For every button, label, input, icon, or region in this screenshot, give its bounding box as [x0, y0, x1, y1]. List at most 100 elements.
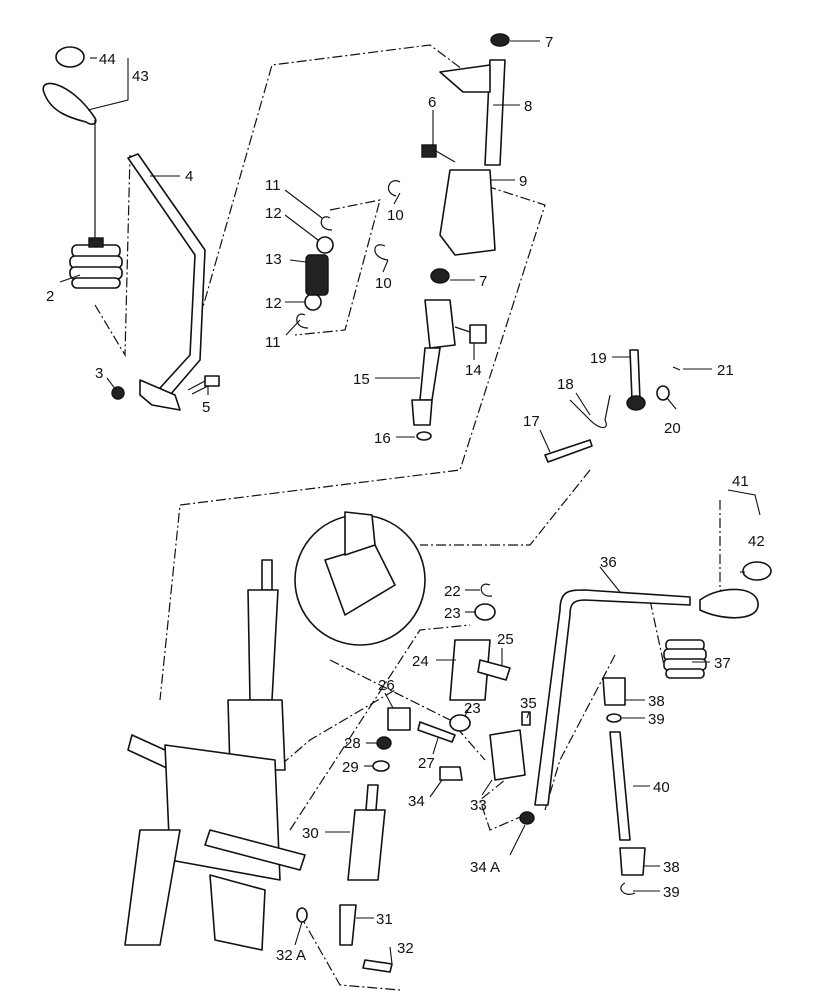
- label-32A: 32 A: [276, 947, 306, 964]
- actuator-30: [347, 809, 386, 881]
- block-26: [387, 707, 411, 731]
- washer-upper: [316, 236, 334, 254]
- label-3: 3: [95, 365, 103, 382]
- label-36: 36: [600, 554, 617, 571]
- label-34A: 34 A: [470, 859, 500, 876]
- label-7-top: 7: [545, 34, 553, 51]
- right-lever-group: [534, 561, 772, 895]
- ring-39-top: [606, 713, 622, 723]
- label-4: 4: [185, 168, 193, 185]
- washer-29: [372, 760, 390, 772]
- label-10-bottom: 10: [375, 275, 392, 292]
- label-10-top: 10: [387, 207, 404, 224]
- frame-leg-left: [124, 829, 181, 946]
- label-31: 31: [376, 911, 393, 928]
- vertical-pin: [629, 349, 641, 401]
- label-42: 44: [99, 51, 116, 68]
- label-39-top: 39: [648, 711, 665, 728]
- assembly-line: [239, 689, 396, 801]
- pin-32: [362, 959, 393, 973]
- label-24: 24: [412, 653, 429, 670]
- rod-plate: [439, 64, 491, 93]
- spring: [305, 254, 329, 296]
- lever-bracket: [139, 379, 181, 411]
- label-34: 34: [408, 793, 425, 810]
- nut-28: [376, 736, 392, 750]
- label-41: 43: [132, 68, 149, 85]
- ring-32A: [296, 907, 308, 923]
- label-18: 18: [557, 376, 574, 393]
- bracket-24: [449, 639, 491, 701]
- clip-39-bottom: [620, 882, 636, 895]
- label-25: 25: [497, 631, 514, 648]
- label-19: 19: [590, 350, 607, 367]
- long-pin: [544, 439, 593, 463]
- label-40: 40: [653, 779, 670, 796]
- label-5: 5: [202, 399, 210, 416]
- center-nut: [430, 268, 450, 284]
- label-27: 27: [418, 755, 435, 772]
- assembly-line: [719, 500, 751, 601]
- assembly-line: [299, 914, 401, 991]
- label-11-top: 11: [265, 177, 281, 194]
- label-13: 13: [265, 251, 282, 268]
- label-32: 32: [397, 940, 414, 957]
- lever-knob-right: [699, 588, 759, 619]
- circlip-upper: [320, 216, 333, 231]
- label-43: 41: [732, 473, 749, 490]
- assembly-line: [649, 599, 666, 671]
- lever-nut: [111, 386, 125, 400]
- assembly-line: [289, 624, 471, 831]
- label-14: 14: [465, 362, 482, 379]
- yoke-38-bottom: [619, 847, 646, 876]
- bolt-25: [477, 659, 511, 681]
- label-38-top: 38: [648, 693, 665, 710]
- assembly-line: [159, 174, 546, 701]
- bushing-23-bottom: [449, 714, 471, 732]
- label-35: 35: [520, 695, 537, 712]
- circlip-lower: [296, 313, 309, 329]
- bracket-33: [489, 729, 526, 781]
- pin-collar: [626, 395, 646, 411]
- top-cap: [490, 33, 510, 47]
- assembly-line: [479, 779, 526, 831]
- label-22: 22: [444, 583, 461, 600]
- lever-bolt: [187, 375, 220, 395]
- leader-lines: [59, 40, 761, 965]
- steering-column-frame: [124, 559, 306, 951]
- label-23-top: 23: [444, 605, 461, 622]
- center-linkage: [296, 583, 535, 973]
- frame-lower-arm: [204, 829, 306, 871]
- label-21: 21: [717, 362, 734, 379]
- lever-rod-36: [534, 589, 691, 806]
- top-bolt: [421, 144, 456, 163]
- label-29: 29: [342, 759, 359, 776]
- small-washer: [656, 385, 670, 401]
- bolt-34: [439, 766, 463, 781]
- label-44: 42: [748, 533, 765, 550]
- clip-22: [480, 583, 493, 597]
- label-23-bottom: 23: [464, 700, 481, 717]
- label-12-top: 12: [265, 205, 282, 222]
- frame-leg-right: [209, 874, 266, 951]
- nut-34A: [519, 811, 535, 825]
- bushing-23-top: [474, 603, 496, 621]
- actuator-rod: [365, 784, 379, 811]
- u-joint-bolt: [454, 324, 487, 344]
- label-7-mid: 7: [479, 273, 487, 290]
- label-39-bottom: 39: [663, 884, 680, 901]
- detail-tube: [344, 511, 376, 556]
- rubber-boot-right: [663, 639, 707, 679]
- shaft-40: [609, 731, 631, 841]
- label-2: 2: [46, 288, 54, 305]
- label-17: 17: [523, 413, 540, 430]
- washer-lower: [304, 293, 322, 311]
- clip-lower: [374, 244, 389, 261]
- label-11-bottom: 11: [265, 334, 281, 351]
- label-9: 9: [519, 173, 527, 190]
- label-28: 28: [344, 735, 361, 752]
- detail-view: [294, 511, 426, 646]
- pin-and-spring-group: [544, 349, 681, 463]
- column-base: [227, 699, 286, 771]
